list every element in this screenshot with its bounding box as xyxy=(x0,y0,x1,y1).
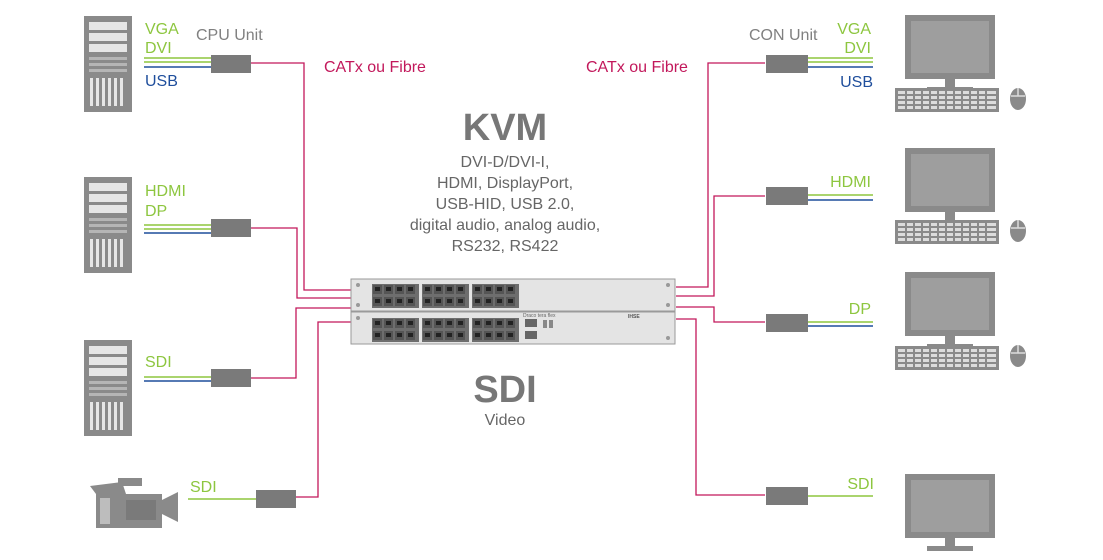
kvm-signal-item: DVI-D/DVI-I, xyxy=(460,154,550,171)
kvm-signal-item: USB-HID, USB 2.0, xyxy=(435,196,575,213)
keyboard-icon xyxy=(895,88,999,112)
con-unit-top xyxy=(766,55,808,73)
dp-label-right: DP xyxy=(848,301,871,318)
vga-label: VGA xyxy=(145,21,179,38)
usb-lines xyxy=(144,66,873,382)
keyboard-icon xyxy=(895,220,999,244)
video-lines xyxy=(144,57,873,500)
hdmi-label: HDMI xyxy=(145,183,186,200)
con-unit-hdmi xyxy=(766,187,808,205)
switch-brand-label: Draco tera flex xyxy=(523,313,556,319)
cpu-unit-sdi xyxy=(211,369,251,387)
kvm-signal-item: HDMI, DisplayPort, xyxy=(436,175,574,192)
switch-logo-label: IHSE xyxy=(628,314,640,320)
con-unit-sdi xyxy=(766,487,808,505)
sdi-title: SDI xyxy=(473,369,537,411)
cpu-unit-hdmi xyxy=(211,219,251,237)
cpu-unit-label: CPU Unit xyxy=(196,27,263,44)
link-label-right: CATx ou Fibre xyxy=(586,59,688,76)
workstation-dp xyxy=(895,272,1027,370)
monitor-icon xyxy=(905,474,995,551)
kvm-matrix-switch: Draco tera flex IHSE xyxy=(350,278,676,345)
dvi-label-right: DVI xyxy=(844,40,871,57)
kvm-signal-item: digital audio, analog audio, xyxy=(409,217,601,234)
keyboard-icon xyxy=(895,346,999,370)
kvm-signal-item: RS232, RS422 xyxy=(451,238,559,255)
monitor-icon xyxy=(905,148,995,225)
con-unit-dp xyxy=(766,314,808,332)
kvm-signal-list: DVI-D/DVI-I, HDMI, DisplayPort, USB-HID,… xyxy=(380,152,630,257)
usb-label: USB xyxy=(145,73,178,90)
monitor-icon xyxy=(905,15,995,92)
dp-label: DP xyxy=(145,203,168,220)
computer-tower-icon xyxy=(84,340,132,436)
sdi-label-right: SDI xyxy=(847,476,874,493)
link-label-left: CATx ou Fibre xyxy=(324,59,426,76)
workstation-top xyxy=(895,15,1027,112)
computer-tower-icon xyxy=(84,177,132,273)
cpu-unit-top xyxy=(211,55,251,73)
sdi-label: SDI xyxy=(145,354,172,371)
extender-units xyxy=(211,55,808,508)
con-unit-label: CON Unit xyxy=(749,27,818,44)
hdmi-label-right: HDMI xyxy=(830,174,871,191)
workstation-hdmi xyxy=(895,148,1027,244)
kvm-title: KVM xyxy=(462,107,548,149)
mouse-icon xyxy=(1009,87,1027,111)
sdi-subtitle: Video xyxy=(484,412,526,429)
cpu-unit-camera xyxy=(256,490,296,508)
video-camera-icon xyxy=(90,478,178,528)
camera-sdi-label: SDI xyxy=(190,479,217,496)
mouse-icon xyxy=(1009,219,1027,243)
usb-label-right: USB xyxy=(840,74,873,91)
mouse-icon xyxy=(1009,344,1027,368)
vga-label-right: VGA xyxy=(837,21,871,38)
link-lines xyxy=(250,62,765,498)
computer-tower-icon xyxy=(84,16,132,112)
monitor-icon xyxy=(905,272,995,349)
dvi-label: DVI xyxy=(145,40,172,57)
